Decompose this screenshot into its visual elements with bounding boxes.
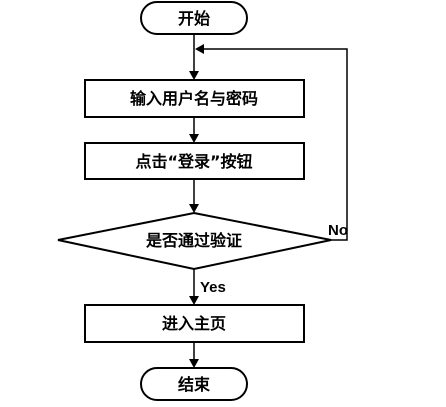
- end-terminal: [140, 367, 248, 401]
- end-label: 结束: [177, 375, 211, 394]
- arrowhead: [189, 204, 199, 213]
- click-login-label: 点击“登录”按钮: [135, 152, 252, 171]
- arrowhead: [189, 71, 199, 80]
- arrowhead: [189, 134, 199, 143]
- input-credentials-label: 输入用户名与密码: [130, 89, 258, 108]
- no-label: No: [328, 222, 348, 239]
- edge-no-loop: [204, 48, 348, 241]
- yes-label: Yes: [200, 279, 226, 296]
- main-page-label: 进入主页: [162, 314, 226, 333]
- verification-decision-label: 是否通过验证: [145, 231, 242, 250]
- input-credentials-box: [84, 79, 305, 118]
- start-label: 开始: [178, 9, 210, 28]
- arrowhead: [195, 44, 204, 54]
- arrowhead: [189, 296, 199, 305]
- arrowhead: [189, 359, 199, 368]
